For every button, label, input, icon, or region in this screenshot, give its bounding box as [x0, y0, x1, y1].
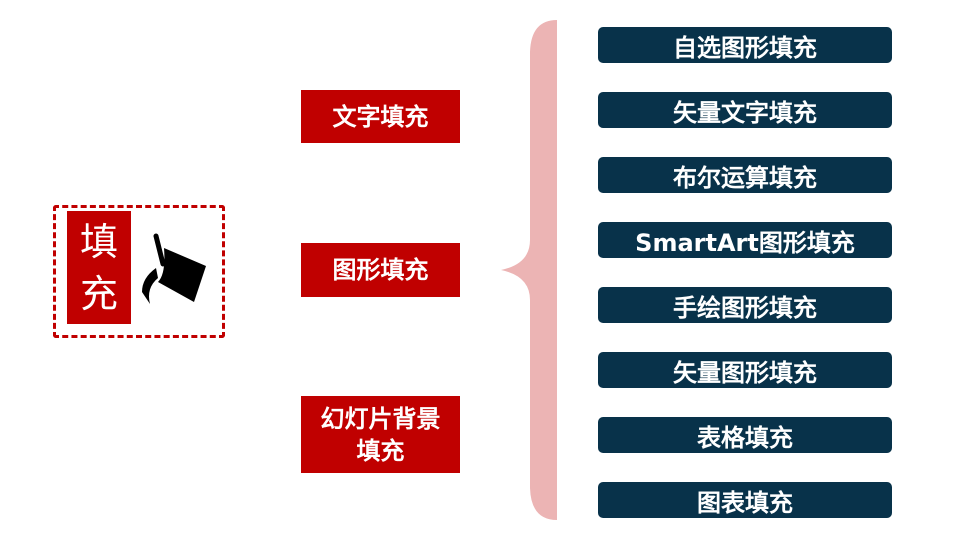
paint-bucket-icon — [142, 233, 206, 304]
category-shape-fill: 图形填充 — [301, 243, 460, 297]
item-label: 图表填充 — [697, 488, 793, 517]
item-label: 矢量图形填充 — [673, 358, 817, 387]
item-box: 矢量文字填充 — [598, 92, 892, 128]
item-box: 手绘图形填充 — [598, 287, 892, 323]
item-box: 表格填充 — [598, 417, 892, 453]
item-label: 手绘图形填充 — [673, 293, 817, 322]
item-box: SmartArt图形填充 — [598, 222, 892, 258]
category-label: 图形填充 — [332, 256, 429, 284]
item-box: 布尔运算填充 — [598, 157, 892, 193]
item-box: 图表填充 — [598, 482, 892, 518]
item-label: 自选图形填充 — [673, 33, 817, 62]
item-label: 表格填充 — [697, 423, 793, 452]
curly-brace — [501, 20, 557, 520]
item-label: 布尔运算填充 — [673, 163, 817, 192]
category-label: 幻灯片背景填充 — [320, 404, 441, 465]
item-label: 矢量文字填充 — [673, 98, 817, 127]
category-label: 文字填充 — [332, 102, 429, 131]
item-box: 矢量图形填充 — [598, 352, 892, 388]
category-text-fill: 文字填充 — [301, 90, 460, 143]
item-box: 自选图形填充 — [598, 27, 892, 63]
item-label: SmartArt图形填充 — [635, 228, 855, 257]
main-topic-char: 充 — [79, 271, 118, 316]
main-topic-char: 填 — [79, 219, 118, 264]
category-slide-background-fill: 幻灯片背景填充 — [301, 396, 460, 473]
main-topic-label: 填 充 — [67, 211, 131, 324]
main-topic-frame — [53, 205, 225, 338]
